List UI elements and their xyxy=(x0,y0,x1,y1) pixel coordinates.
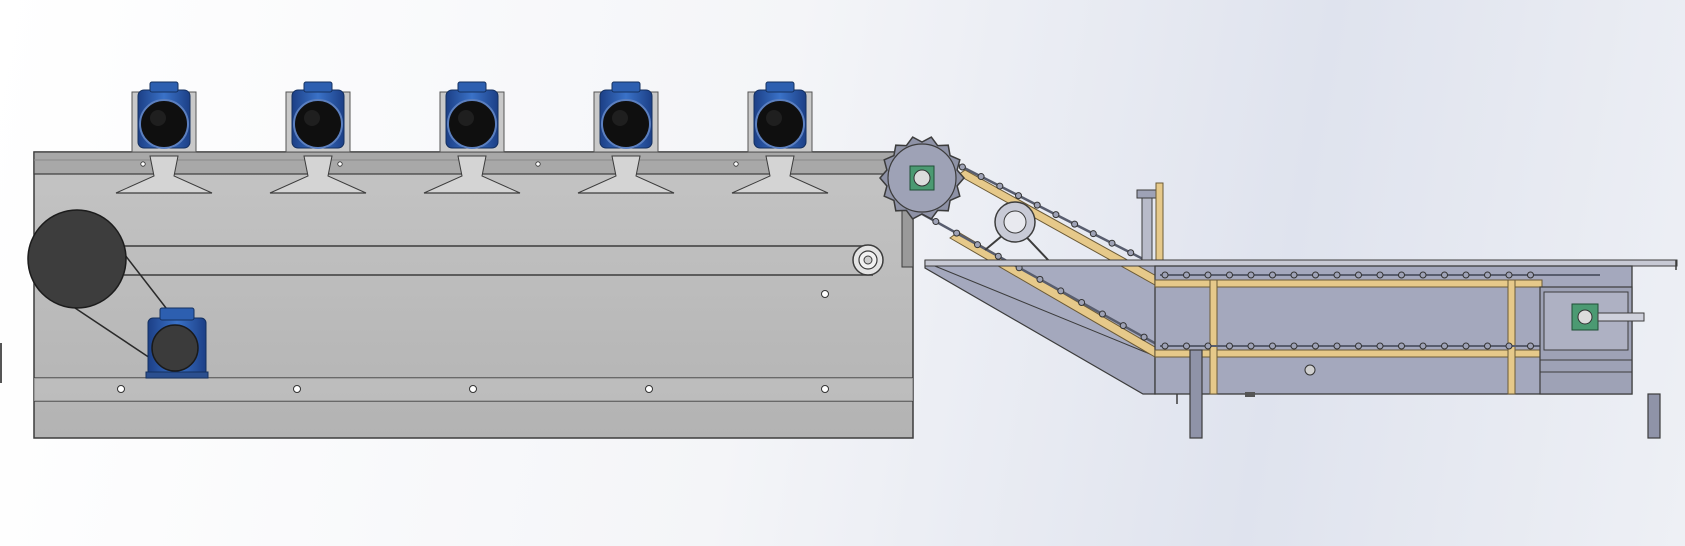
vibrating-motor xyxy=(423,81,521,194)
viewport-edge-marker xyxy=(0,343,2,383)
vibrating-motor xyxy=(269,81,367,194)
vibrating-motor xyxy=(577,81,675,194)
head-sprocket xyxy=(879,136,965,220)
conveyor-leg-right xyxy=(1647,393,1661,439)
horizontal-chain-conveyor xyxy=(924,259,1678,439)
conveyor-wood-post-2 xyxy=(1507,279,1516,395)
frame-bolts xyxy=(117,161,829,393)
conveyor-leg-left xyxy=(1189,349,1203,439)
vibrating-motors xyxy=(115,81,829,194)
drive-motor xyxy=(145,307,209,379)
tension-wheel xyxy=(984,201,1051,263)
conveyor-wood-post-1 xyxy=(1209,279,1218,395)
idler-pulley xyxy=(852,244,884,276)
drive-pulley xyxy=(27,209,127,309)
incline-chain-conveyor xyxy=(879,136,1168,395)
support-post xyxy=(1141,195,1153,263)
vibrating-motor xyxy=(115,81,213,194)
conveyor-top-rim xyxy=(924,259,1678,267)
vibrating-machine xyxy=(27,81,914,439)
vibrating-motor xyxy=(731,81,829,194)
vertical-wood-strip xyxy=(1155,182,1164,263)
conveyor-wood-rail-upper xyxy=(1154,279,1543,288)
conveyor-chain-links xyxy=(1161,271,1534,350)
tail-bearing xyxy=(1571,303,1645,331)
